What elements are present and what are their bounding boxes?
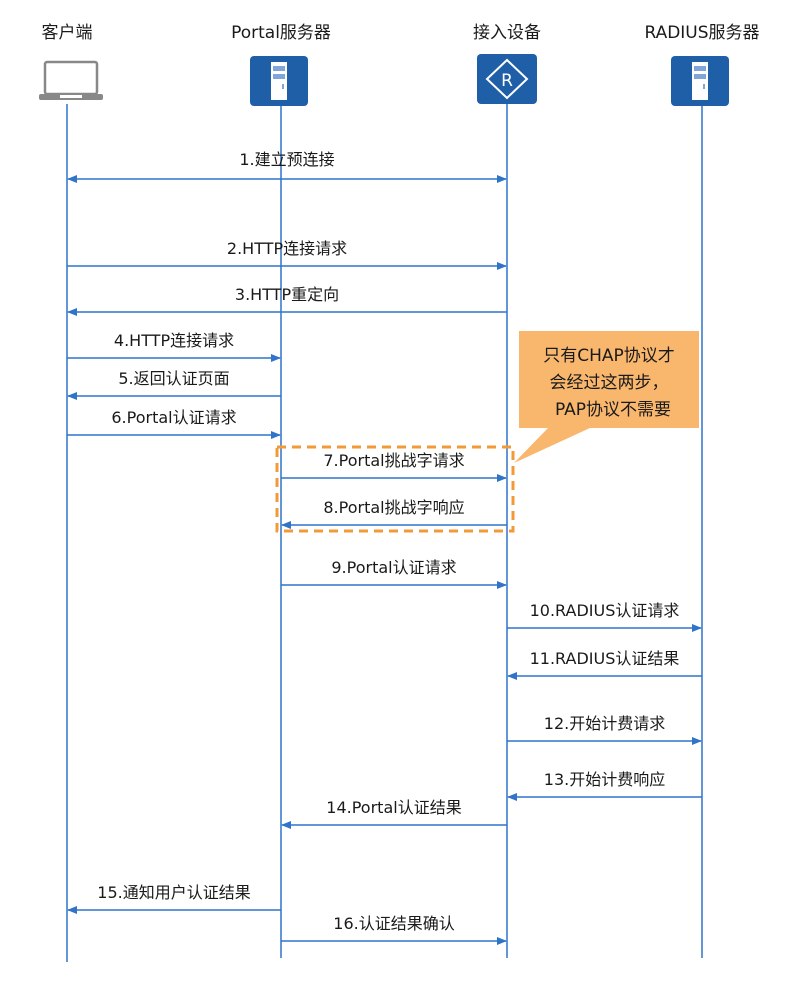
message-15: 15.通知用户认证结果	[67, 883, 281, 914]
message-label: 2.HTTP连接请求	[227, 239, 347, 258]
message-label: 16.认证结果确认	[333, 914, 454, 933]
message-label: 10.RADIUS认证请求	[530, 601, 680, 620]
server-icon	[250, 56, 308, 106]
message-label: 3.HTTP重定向	[235, 285, 339, 304]
message-9: 9.Portal认证请求	[281, 558, 507, 589]
message-label: 9.Portal认证请求	[331, 558, 456, 577]
laptop-icon	[39, 60, 103, 100]
participant-radius-label: RADIUS服务器	[644, 23, 759, 43]
message-label: 4.HTTP连接请求	[114, 331, 234, 350]
message-label: 11.RADIUS认证结果	[530, 649, 680, 668]
message-label: 12.开始计费请求	[544, 714, 665, 733]
message-label: 8.Portal挑战字响应	[323, 498, 464, 517]
chap-steps-highlight	[275, 445, 515, 533]
message-label: 15.通知用户认证结果	[97, 883, 250, 902]
message-12: 12.开始计费请求	[507, 714, 702, 745]
message-3: 3.HTTP重定向	[67, 285, 507, 316]
message-11: 11.RADIUS认证结果	[507, 649, 702, 680]
message-label: 5.返回认证页面	[118, 369, 229, 388]
message-16: 16.认证结果确认	[281, 914, 507, 945]
message-6: 6.Portal认证请求	[67, 408, 281, 439]
participant-client-label: 客户端	[42, 23, 93, 43]
message-1: 1.建立预连接	[67, 150, 507, 183]
message-8: 8.Portal挑战字响应	[281, 498, 507, 529]
callout-line-2: 会经过这两步，	[550, 373, 669, 393]
message-label: 7.Portal挑战字请求	[323, 451, 464, 470]
router-icon: R	[477, 54, 537, 104]
server-icon	[671, 56, 729, 106]
message-label: 13.开始计费响应	[544, 770, 665, 789]
callout-note: 只有CHAP协议才 会经过这两步， PAP协议不需要	[514, 331, 699, 463]
message-label: 14.Portal认证结果	[326, 798, 461, 817]
participant-access-label: 接入设备	[473, 23, 541, 43]
message-label: 6.Portal认证请求	[111, 408, 236, 427]
svg-text:R: R	[501, 71, 513, 91]
message-label: 1.建立预连接	[239, 150, 334, 169]
callout-line-1: 只有CHAP协议才	[543, 346, 675, 366]
callout-line-3: PAP协议不需要	[555, 400, 671, 420]
message-2: 2.HTTP连接请求	[67, 239, 507, 270]
message-4: 4.HTTP连接请求	[67, 331, 281, 362]
message-10: 10.RADIUS认证请求	[507, 601, 702, 632]
message-7: 7.Portal挑战字请求	[281, 451, 507, 482]
message-5: 5.返回认证页面	[67, 369, 281, 400]
message-13: 13.开始计费响应	[507, 770, 702, 801]
participant-portal-label: Portal服务器	[231, 23, 331, 43]
message-14: 14.Portal认证结果	[281, 798, 507, 829]
